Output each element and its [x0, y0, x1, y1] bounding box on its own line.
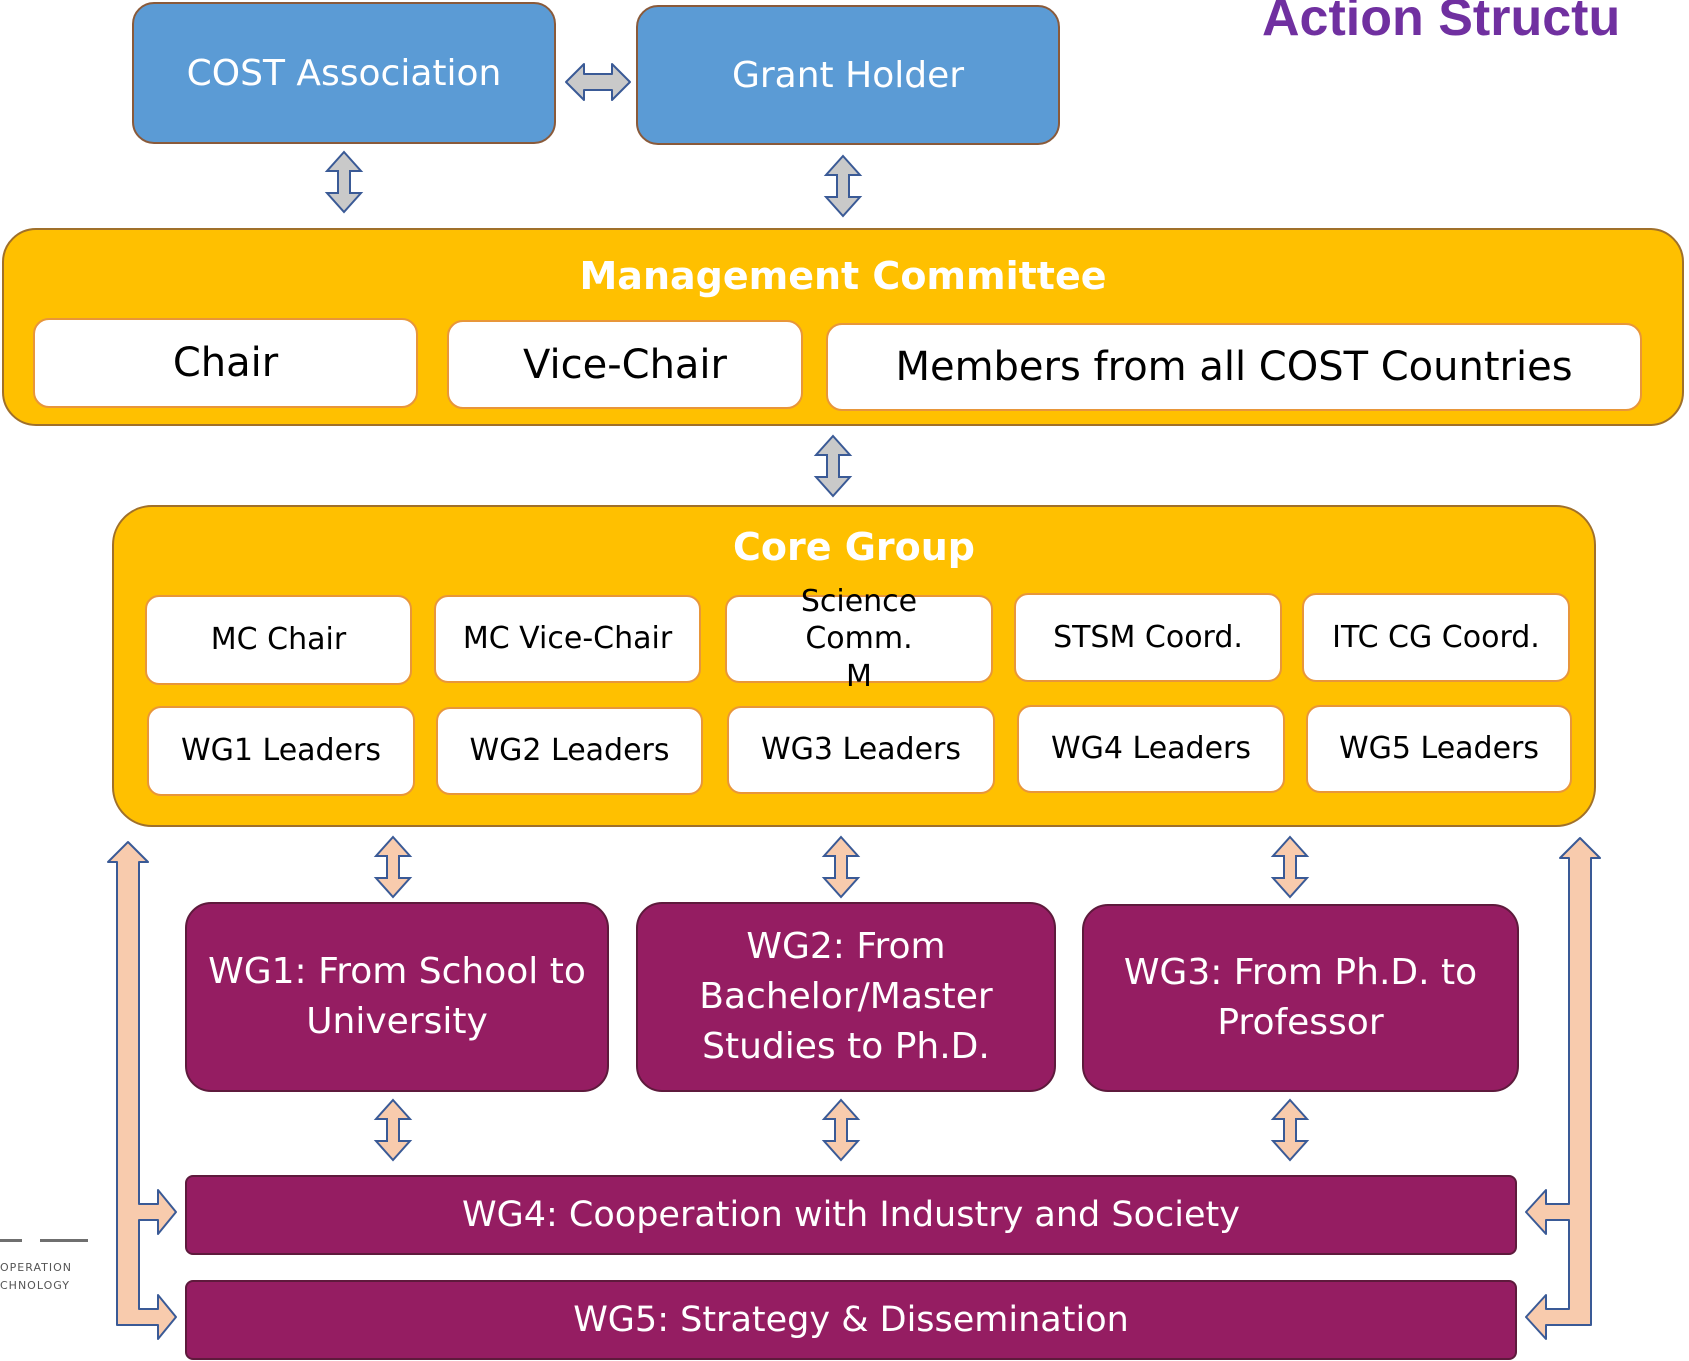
- core-item-wg4-leaders: WG4 Leaders: [1017, 705, 1285, 793]
- wg2-box: WG2: From Bachelor/Master Studies to Ph.…: [636, 902, 1056, 1092]
- core-item-itc-cg-coord: ITC CG Coord.: [1302, 593, 1570, 682]
- core-item-label: WG4 Leaders: [1050, 731, 1252, 767]
- core-item-label: MC Vice-Chair: [462, 621, 673, 657]
- wg1-label: WG1: From School to University: [208, 951, 586, 1042]
- core-item-wg5-leaders: WG5 Leaders: [1306, 705, 1572, 793]
- logo-line-2: CHNOLOGY: [0, 1279, 70, 1292]
- core-item-label: Science Comm. M: [800, 583, 918, 694]
- diagram-heading: Action Structu: [1262, 0, 1621, 47]
- wg4-box: WG4: Cooperation with Industry and Socie…: [185, 1175, 1517, 1255]
- core-item-mc-chair: MC Chair: [145, 595, 412, 685]
- core-item-label: ITC CG Coord.: [1332, 619, 1540, 655]
- core-item-label: WG2 Leaders: [469, 733, 670, 769]
- core-item-label: STSM Coord.: [1053, 619, 1243, 655]
- mc-vice-chair-box: Vice-Chair: [447, 320, 803, 409]
- double-arrow-icon: [1272, 836, 1308, 898]
- core-item-label: WG5 Leaders: [1338, 731, 1540, 767]
- double-arrow-icon: [825, 155, 861, 217]
- cost-association-label: COST Association: [186, 52, 502, 94]
- double-arrow-icon: [326, 151, 362, 213]
- cost-association-box: COST Association: [132, 2, 556, 144]
- core-item-stsm-coord: STSM Coord.: [1014, 593, 1282, 682]
- mc-item-members: Members from all COST Countries: [895, 344, 1573, 390]
- left-bracket-arrow: [107, 841, 177, 1340]
- core-group-title: Core Group: [732, 525, 976, 569]
- wg1-box: WG1: From School to University: [185, 902, 609, 1092]
- core-item-wg1-leaders: WG1 Leaders: [147, 706, 415, 796]
- double-arrow-icon: [823, 1099, 859, 1161]
- horizontal-double-arrow: [565, 63, 631, 101]
- mc-item-chair: Chair: [172, 340, 279, 386]
- double-arrow-icon: [815, 435, 851, 497]
- core-item-mc-vice-chair: MC Vice-Chair: [434, 595, 701, 683]
- management-committee-title: Management Committee: [579, 254, 1107, 298]
- core-item-wg2-leaders: WG2 Leaders: [436, 707, 703, 795]
- cost-logo: OPERATION CHNOLOGY: [0, 1235, 100, 1307]
- wg5-label: WG5: Strategy & Dissemination: [573, 1299, 1129, 1340]
- grant-holder-box: Grant Holder: [636, 5, 1060, 145]
- wg2-label: WG2: From Bachelor/Master Studies to Ph.…: [699, 926, 993, 1067]
- core-item-label: WG3 Leaders: [760, 732, 962, 768]
- grant-holder-label: Grant Holder: [731, 54, 965, 96]
- wg3-label: WG3: From Ph.D. to Professor: [1123, 952, 1478, 1043]
- wg3-box: WG3: From Ph.D. to Professor: [1082, 904, 1519, 1092]
- logo-line-1: OPERATION: [0, 1261, 72, 1274]
- double-arrow-icon: [823, 836, 859, 898]
- wg5-box: WG5: Strategy & Dissemination: [185, 1280, 1517, 1360]
- double-arrow-icon: [1272, 1099, 1308, 1161]
- mc-members-box: Members from all COST Countries: [826, 323, 1642, 411]
- wg4-label: WG4: Cooperation with Industry and Socie…: [462, 1194, 1240, 1235]
- core-item-label: MC Chair: [210, 622, 347, 658]
- mc-chair-box: Chair: [33, 318, 418, 408]
- core-item-wg3-leaders: WG3 Leaders: [727, 706, 995, 794]
- mc-item-vice-chair: Vice-Chair: [523, 341, 727, 388]
- core-item-science-comm: Science Comm. M: [725, 584, 993, 694]
- double-arrow-icon: [375, 836, 411, 898]
- right-bracket-arrow: [1525, 837, 1601, 1340]
- core-item-label: WG1 Leaders: [180, 733, 382, 769]
- double-arrow-icon: [375, 1099, 411, 1161]
